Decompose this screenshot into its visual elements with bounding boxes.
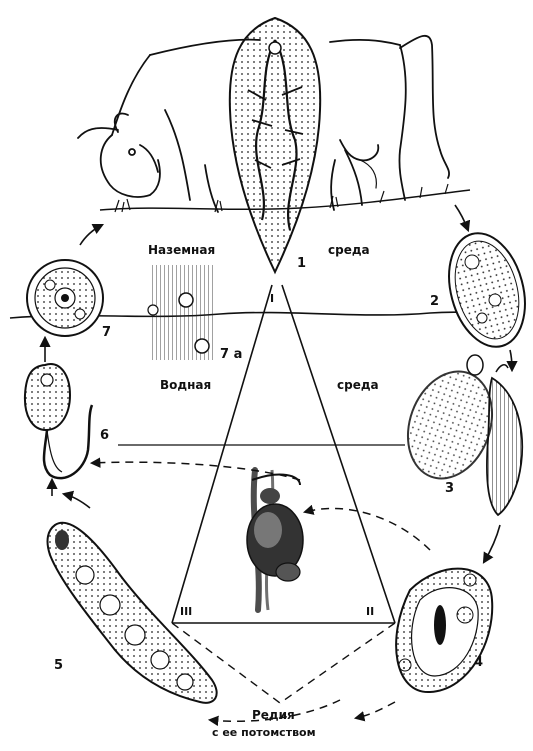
- stage-6-number: 6: [100, 428, 109, 443]
- caption-offspring: с ее потомством: [212, 726, 316, 739]
- stage-7a-number: 7 а: [220, 347, 242, 362]
- roman-III-label: III: [180, 605, 192, 618]
- roman-II-label: II: [366, 605, 374, 618]
- water-env-label-left: Водная: [160, 378, 211, 392]
- stage-1-number: 1: [297, 256, 306, 271]
- stage-5-number: 5: [54, 658, 63, 673]
- stage-7-cyst: [27, 260, 103, 336]
- stage-7a-cysts-on-grass: [148, 265, 215, 360]
- land-env-label-left: Наземная: [148, 243, 215, 257]
- stage-3-miracidium: [394, 355, 523, 515]
- stage-2-number: 2: [430, 294, 439, 309]
- roman-I-label: I: [270, 292, 274, 305]
- caption-redia: Редия: [252, 708, 295, 722]
- stage-4-number: 4: [474, 655, 483, 670]
- stage-6-cercaria: [25, 364, 92, 478]
- stage-4-sporocyst: [396, 569, 492, 692]
- stage-7-number: 7: [102, 325, 111, 340]
- snail-host: [247, 470, 303, 610]
- liver-fluke: [230, 18, 320, 272]
- stage-3-number: 3: [445, 481, 454, 496]
- water-env-label-right: среда: [337, 378, 379, 392]
- stage-2-egg: [437, 225, 533, 356]
- land-env-label-right: среда: [328, 243, 370, 257]
